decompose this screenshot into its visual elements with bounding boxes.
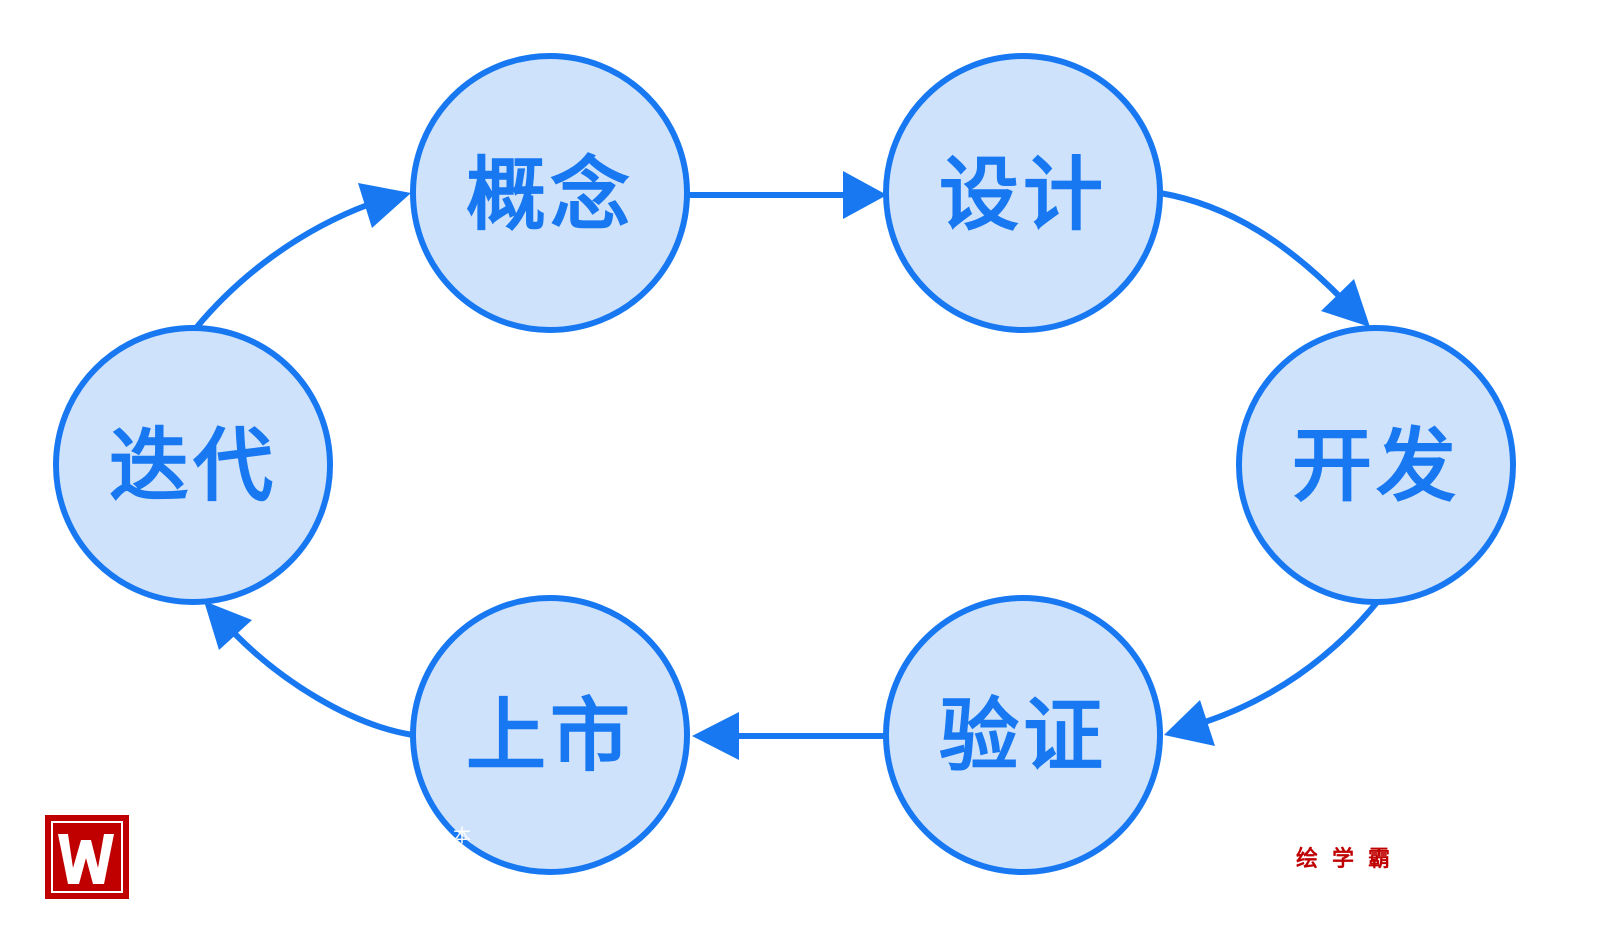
- edges: [193, 171, 1381, 760]
- node-develop-label: 开发: [1292, 420, 1460, 513]
- brand-logo-inner: [51, 821, 123, 893]
- node-iterate-circle: [53, 325, 333, 605]
- arrowhead-iterate-to-concept: [358, 183, 411, 228]
- node-verify-circle: [883, 595, 1163, 875]
- arrowhead-develop-to-verify: [1164, 700, 1215, 746]
- node-iterate: 迭代: [53, 325, 333, 605]
- node-concept-circle: [410, 53, 690, 333]
- node-launch-label: 上市: [466, 690, 634, 783]
- brand-logo-w-glyph: [58, 834, 114, 884]
- arrowhead-concept-to-design: [843, 171, 887, 219]
- node-design-label: 设计: [939, 149, 1107, 242]
- node-launch-circle: [410, 595, 690, 875]
- node-verify-label: 验证: [939, 690, 1107, 783]
- node-design-circle: [883, 53, 1163, 333]
- node-launch: 上市: [410, 595, 690, 875]
- edge-develop-to-verify: [1204, 599, 1381, 725]
- node-verify: 验证: [883, 595, 1163, 875]
- node-concept: 概念: [410, 53, 690, 333]
- node-concept-label: 概念: [466, 149, 634, 242]
- node-design: 设计: [883, 53, 1163, 333]
- edge-iterate-to-concept: [193, 201, 372, 330]
- edge-design-to-develop: [1159, 190, 1348, 305]
- node-develop-circle: [1236, 325, 1516, 605]
- arrowhead-launch-to-iterate: [204, 601, 252, 650]
- node-iterate-label: 迭代: [109, 420, 277, 513]
- brand-name: 绘学霸: [1296, 846, 1404, 872]
- brand-logo: [45, 815, 129, 899]
- arrowhead-design-to-develop: [1321, 279, 1370, 327]
- edge-launch-to-iterate: [230, 629, 414, 738]
- node-develop: 开发: [1236, 325, 1516, 605]
- arrowhead-verify-to-launch: [692, 712, 739, 760]
- watermark-mark: 本: [453, 826, 471, 847]
